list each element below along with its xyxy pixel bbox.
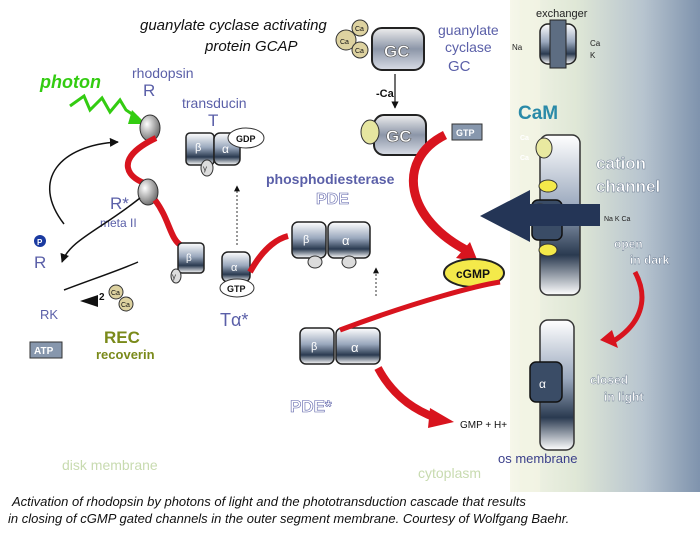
recoverin-label: recoverin (96, 347, 155, 362)
gdp-bubble (227, 127, 265, 149)
phosphodiesterase-label: phosphodiesterase (266, 171, 395, 187)
rhodopsin-label: rhodopsin (132, 65, 194, 81)
recoverin-inhibition-arrow (80, 295, 98, 307)
cgmp-hydrolysis-arrow (374, 366, 438, 422)
atp-label: ATP (34, 346, 54, 357)
pde-star-alpha-label: α (351, 340, 359, 355)
phosphate-badge (34, 235, 46, 247)
rec-ca-2: Ca (121, 302, 130, 309)
gdp-label: GDP (236, 134, 256, 144)
pde-star-beta-label: β (311, 341, 317, 353)
cation-channel-closed: α (529, 319, 575, 451)
photon-label: photon (39, 72, 101, 92)
active-gc-box-label: GC (386, 127, 412, 146)
rhodopsin-abbrev-label: R (143, 81, 155, 100)
caption-line-1: Activation of rhodopsin by photons of li… (12, 494, 526, 509)
phosphorylation-arrow (60, 197, 141, 263)
transducin-beta-label: β (195, 142, 201, 154)
gtp-gc-label: GTP (456, 128, 475, 138)
ion-flow-arrow (480, 190, 600, 242)
guanylate-cyclase-label-2: cyclase (445, 39, 492, 55)
cgmp-label: cGMP (456, 267, 490, 281)
gcap-calcium-cluster: Ca Ca Ca (335, 19, 369, 59)
gcap-ca-2: Ca (355, 26, 364, 33)
atp-box (29, 341, 63, 359)
open-in-dark-label-2: in dark (630, 253, 670, 267)
gtp-to-cgmp-arrow (408, 130, 472, 257)
gc-abbrev-label: GC (448, 58, 471, 75)
t-gamma-label: γ (172, 272, 176, 281)
pde-inactive: β α (291, 221, 371, 269)
gcap-label-2: protein GCAP (204, 38, 298, 55)
cation-channel-label-1: cation (596, 154, 646, 173)
exchanger-k-label: K (590, 51, 596, 60)
r-phos-label: R (34, 253, 46, 272)
r-star-protein (137, 178, 159, 206)
exchanger-ca-label: Ca (590, 39, 601, 48)
figure-caption: Activation of rhodopsin by photons of li… (8, 493, 698, 527)
t-alpha-star-label: Tα* (220, 310, 248, 330)
open-to-closed-arrow (610, 270, 645, 345)
gmp-h-label: GMP + H+ (460, 420, 507, 431)
cation-channel-label-2: channel (596, 177, 660, 196)
phosphate-badge-label: P (37, 238, 43, 247)
rec-label: REC (104, 328, 140, 347)
exchanger-label: exchanger (536, 8, 588, 20)
t-alpha-label: α (231, 262, 238, 274)
exchanger-na-label: Na (512, 43, 523, 52)
pde-star-label: PDE* (290, 397, 332, 416)
gtp-ta-label: GTP (227, 284, 246, 294)
r-star-label: R* (110, 194, 129, 213)
gc-minus-ca-label: -Ca (376, 88, 395, 100)
gcap-ca-1: Ca (340, 39, 349, 46)
transducin-gamma-label: γ (203, 164, 207, 173)
pde-to-cgmp-arrow (339, 279, 501, 333)
cam-label: CaM (518, 103, 558, 124)
cytoplasm-label: cytoplasm (418, 465, 481, 481)
cam-ca-1: Ca (520, 135, 529, 142)
t-beta-label: β (186, 253, 192, 264)
rhodopsin-activation-arrow (125, 135, 158, 187)
rec-ca-1-circle (108, 284, 124, 300)
rec-ca-1: Ca (111, 290, 120, 297)
rk-label: RK (40, 307, 58, 322)
open-in-dark-label-1: open (614, 237, 643, 251)
gcap-ca-3: Ca (355, 48, 364, 55)
guanylate-cyclase-label-1: guanylate (438, 22, 499, 38)
guanylate-cyclase-protein (371, 27, 425, 71)
closed-in-light-label-1: closed (590, 373, 628, 387)
disk-membrane-label: disk membrane (62, 457, 158, 473)
regeneration-arrow (48, 137, 119, 225)
gcap-bound (360, 119, 380, 145)
caption-credit: Courtesy of Wolfgang Baehr. (402, 511, 570, 526)
os-membrane-label: os membrane (498, 451, 577, 466)
rec-num-label: 2 (99, 292, 105, 303)
channel-ions-label: Na K Ca (604, 216, 631, 223)
photon-zigzag (69, 93, 139, 120)
pde-active: β α (299, 327, 381, 365)
gcap-label-1: guanylate cyclase activating (140, 17, 327, 34)
rhodopsin-protein (139, 114, 161, 142)
pde-label: PDE (316, 191, 349, 208)
gtp-box (451, 123, 483, 141)
closed-channel-alpha-label: α (539, 377, 546, 391)
cam-ca-2: Ca (520, 155, 529, 162)
rec-ca-2-circle (118, 296, 134, 312)
transducin-label: transducin (182, 95, 247, 111)
activated-transducin: β γ α (170, 242, 251, 284)
pde-beta-label: β (303, 234, 309, 246)
exchanger-protein (539, 19, 577, 69)
gtp-bubble (219, 278, 255, 298)
caption-line-2: in closing of cGMP gated channels in the… (8, 511, 400, 526)
gc-box-label: GC (384, 42, 410, 61)
pde-alpha-label: α (342, 233, 350, 248)
t-to-pde-arrow (247, 233, 289, 274)
closed-in-light-label-2: in light (604, 390, 643, 404)
transducin-alpha-label: α (222, 142, 229, 156)
transducin-abbrev-label: T (208, 111, 218, 130)
r-star-to-t-arrow (152, 198, 184, 249)
